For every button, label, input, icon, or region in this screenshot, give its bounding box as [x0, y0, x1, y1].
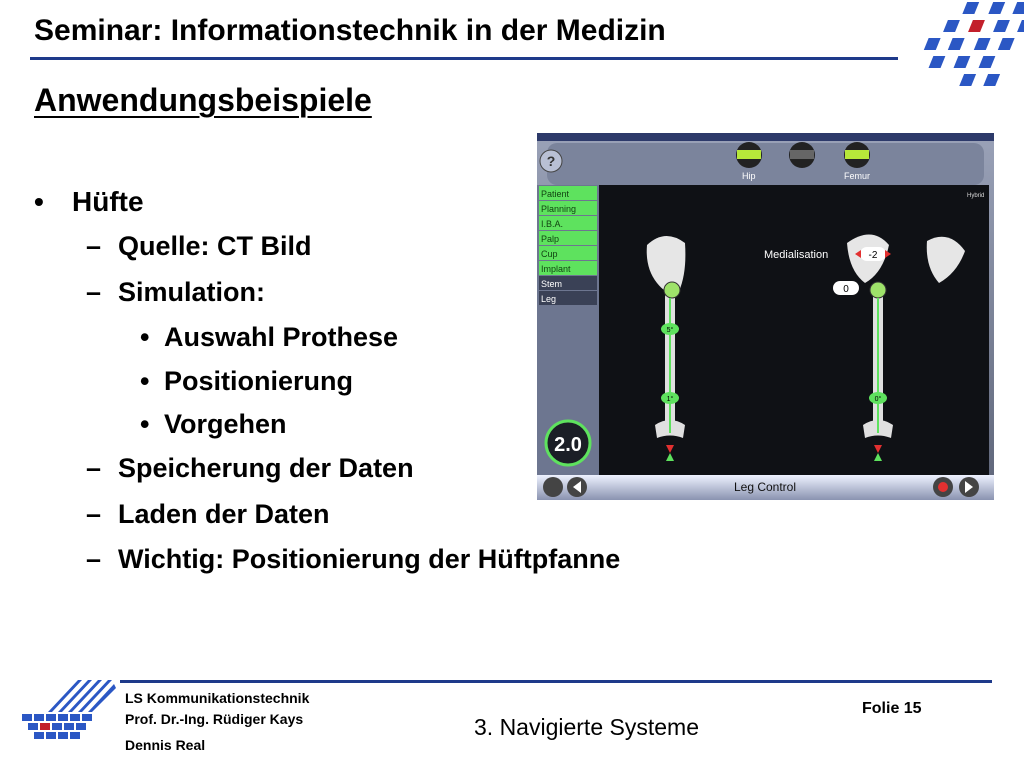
- bullet-list: •Hüfte –Quelle: CT Bild –Simulation: •Au…: [34, 186, 620, 575]
- bullet-marker: –: [86, 544, 102, 574]
- menu-item-palp[interactable]: Palp: [541, 234, 559, 244]
- bullet-marker: –: [86, 453, 102, 483]
- help-icon[interactable]: [539, 149, 563, 173]
- hybrid-label: Hybrid: [967, 193, 984, 199]
- footer-author: Dennis Real: [125, 737, 206, 753]
- bullet-item: –Simulation:: [86, 277, 265, 308]
- menu-item-patient[interactable]: Patient: [541, 189, 570, 199]
- bullet-text: Vorgehen: [164, 409, 287, 439]
- femur-label: Femur: [844, 171, 870, 181]
- slide-number: Folie 15: [862, 700, 922, 717]
- medialisation-value: -2: [869, 250, 878, 261]
- menu-item-stem[interactable]: Stem: [541, 279, 562, 289]
- bullet-text: Wichtig: Positionierung der Hüftpfanne: [118, 544, 621, 574]
- header-divider: [30, 57, 898, 60]
- medialisation-label: Medialisation: [764, 249, 828, 261]
- bullet-item: • Positionierung: [140, 366, 353, 397]
- bullet-item: • Auswahl Prothese: [140, 322, 398, 353]
- gauge-value: 2.0: [554, 434, 582, 456]
- menu-item-cup[interactable]: Cup: [541, 249, 558, 259]
- bullet-text: Laden der Daten: [118, 499, 330, 529]
- right-bone-model: 0°: [847, 234, 965, 461]
- footer-divider: [120, 680, 992, 683]
- menu-item-leg[interactable]: Leg: [541, 294, 556, 304]
- bullet-text: Positionierung: [164, 366, 353, 396]
- footer-chapter: 3. Navigierte Systeme: [474, 714, 699, 740]
- menu-item-planning[interactable]: Planning: [541, 204, 576, 214]
- bullet-marker: •: [140, 366, 150, 396]
- left-angle-top: 5°: [667, 326, 674, 334]
- hip-label: Hip: [742, 171, 756, 181]
- menu-item-iba[interactable]: I.B.A.: [541, 219, 563, 229]
- university-logo: [906, 0, 1024, 96]
- bullet-item: • Vorgehen: [140, 409, 287, 440]
- offset-value: 0: [843, 284, 849, 295]
- footer-org-line2: Prof. Dr.-Ing. Rüdiger Kays: [125, 711, 304, 727]
- right-angle-bottom: 0°: [875, 395, 882, 403]
- bullet-item: –Laden der Daten: [86, 499, 330, 530]
- navigation-software-screenshot: ? Hip Femur Patient Planning I.B.A. Palp…: [537, 133, 994, 500]
- bullet-marker: –: [86, 277, 102, 307]
- bullet-text: Simulation:: [118, 277, 265, 307]
- left-angle-bottom: 1°: [667, 395, 674, 403]
- menu-item-implant[interactable]: Implant: [541, 264, 571, 274]
- bullet-text: Hüfte: [72, 186, 144, 217]
- footer-org-line1: LS Kommunikationstechnik: [125, 690, 310, 706]
- leg-control-label: Leg Control: [734, 480, 796, 494]
- bullet-item: –Speicherung der Daten: [86, 453, 414, 484]
- bullet-marker: •: [140, 409, 150, 439]
- menu-list: Patient Planning I.B.A. Palp Cup Implant…: [539, 186, 597, 305]
- left-bone-model: 5° 1°: [646, 235, 686, 461]
- header-title: Seminar: Informationstechnik in der Medi…: [34, 14, 666, 47]
- bullet-marker: –: [86, 499, 102, 529]
- slide-title: Anwendungsbeispiele: [34, 82, 372, 118]
- chair-logo: [18, 678, 118, 740]
- pause-button-icon[interactable]: [543, 477, 563, 497]
- bullet-marker: •: [34, 186, 44, 217]
- gauge-icon: [544, 419, 592, 467]
- bullet-marker: •: [140, 322, 150, 352]
- bullet-text: Auswahl Prothese: [164, 322, 399, 352]
- bullet-marker: –: [86, 231, 102, 261]
- help-symbol: ?: [547, 153, 556, 169]
- bullet-text: Speicherung der Daten: [118, 453, 414, 483]
- bullet-item: –Wichtig: Positionierung der Hüftpfanne: [86, 544, 620, 575]
- bullet-text: Quelle: CT Bild: [118, 231, 312, 261]
- bullet-item: –Quelle: CT Bild: [86, 231, 312, 262]
- bullet-item: • Hüfte: [34, 186, 144, 218]
